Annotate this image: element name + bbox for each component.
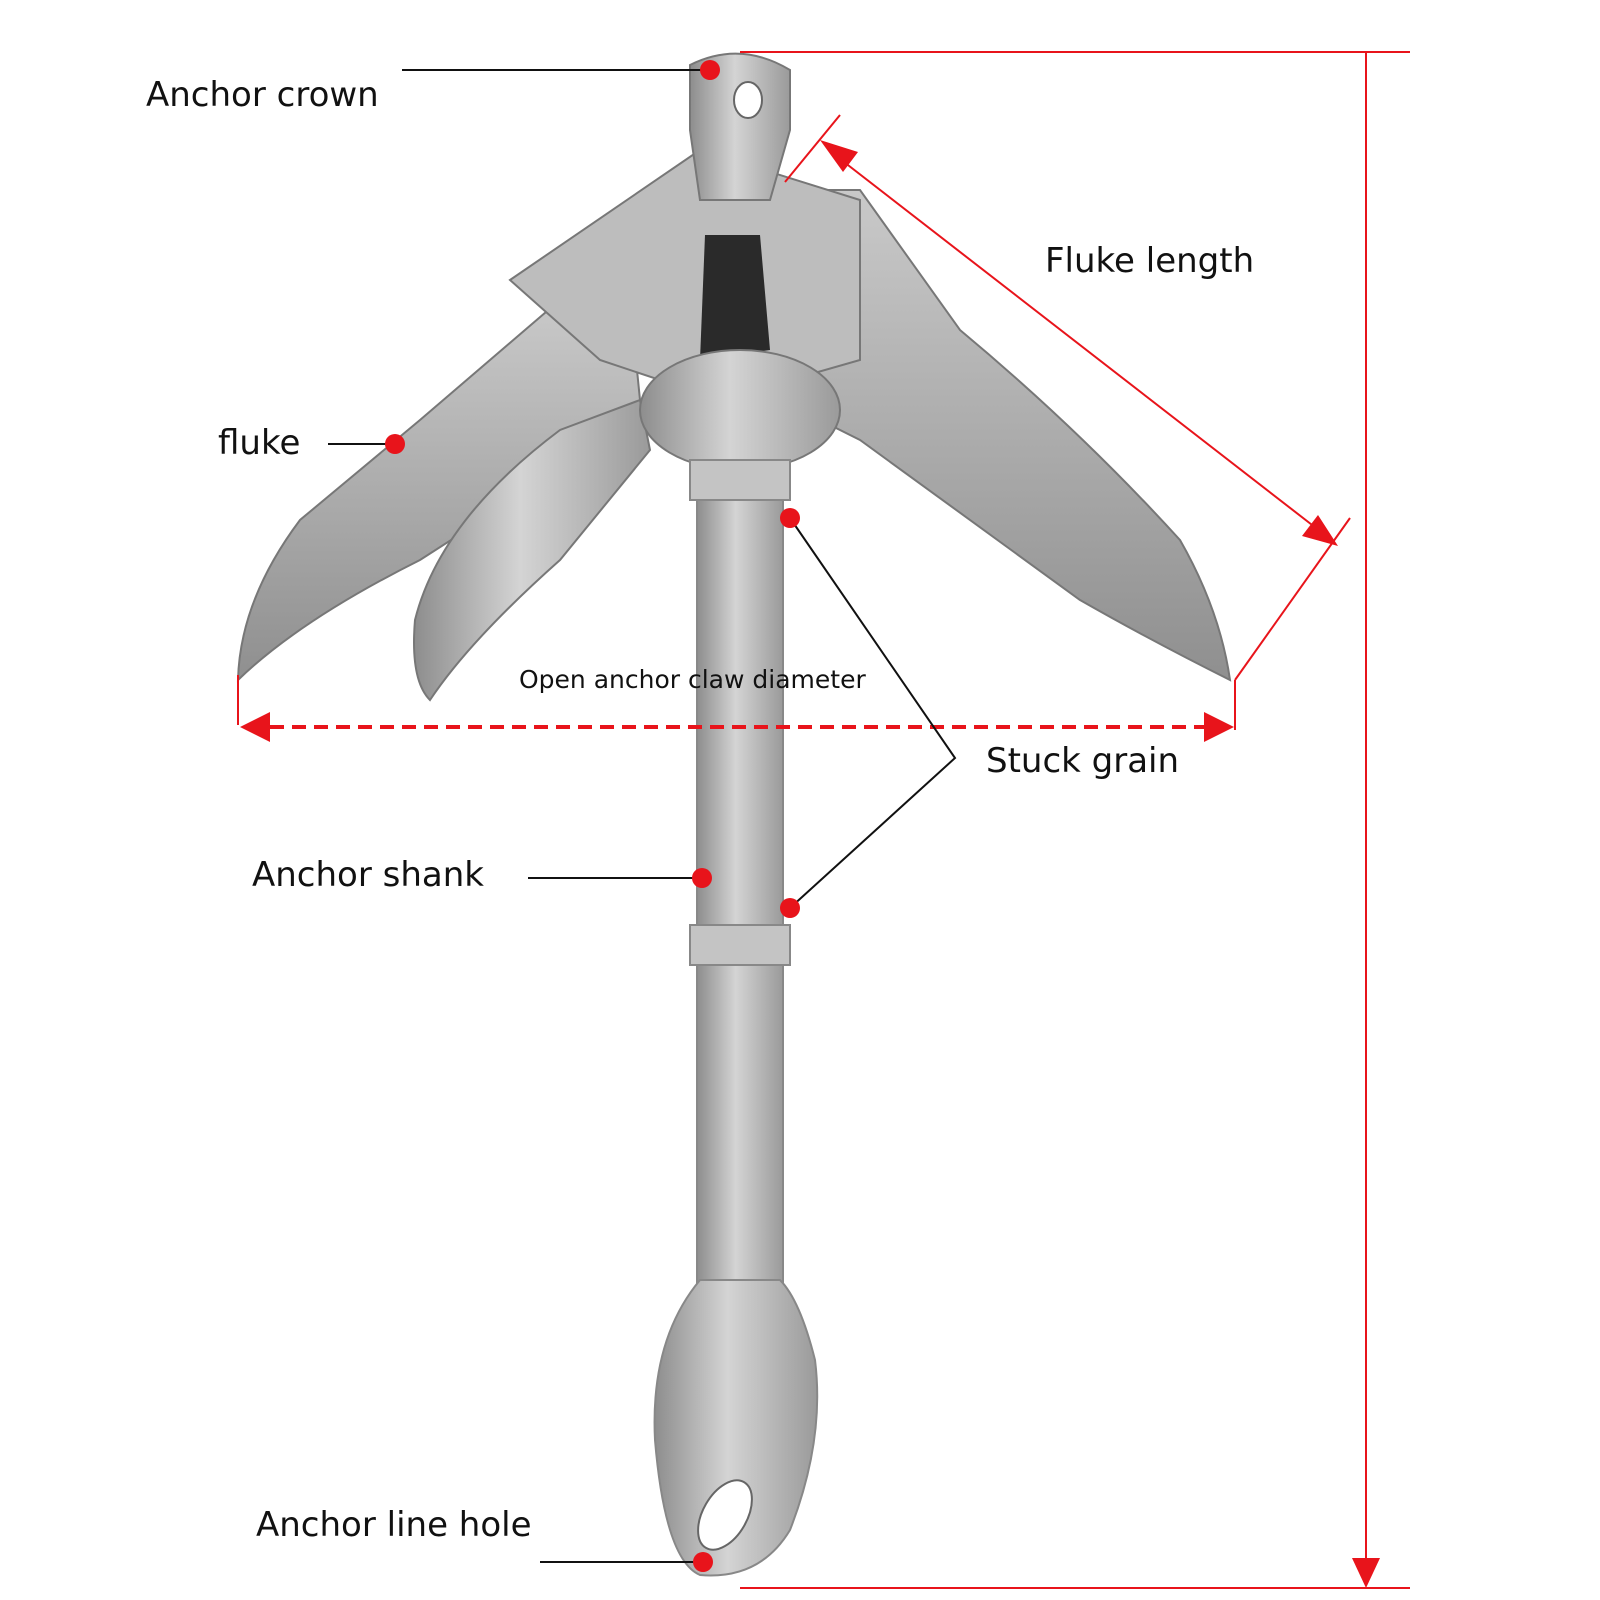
shank bbox=[696, 459, 784, 1311]
line-hole-dot bbox=[693, 1552, 713, 1572]
fluke-left-back bbox=[413, 398, 652, 702]
label-anchor-line-hole: Anchor line hole bbox=[256, 1505, 532, 1545]
crown-hole bbox=[733, 81, 763, 119]
shank-eye bbox=[653, 1279, 819, 1577]
crown-dot bbox=[700, 60, 720, 80]
fluke-length-dimension bbox=[784, 114, 1351, 681]
shank-collar-mid bbox=[689, 924, 791, 966]
hub bbox=[639, 349, 841, 471]
stuck-grain-dot-bottom bbox=[780, 898, 800, 918]
anchor-body bbox=[236, 52, 1232, 1577]
label-open-claw-diameter: Open anchor claw diameter bbox=[519, 665, 866, 694]
label-anchor-crown: Anchor crown bbox=[146, 75, 379, 115]
marker-dots bbox=[385, 60, 800, 1572]
shank-dot bbox=[692, 868, 712, 888]
stuck-grain-dot-top bbox=[780, 508, 800, 528]
label-stuck-grain: Stuck grain bbox=[986, 741, 1180, 781]
fluke-right bbox=[768, 189, 1232, 682]
label-fluke: fluke bbox=[218, 423, 301, 463]
fluke-dot bbox=[385, 434, 405, 454]
shank-collar-top bbox=[689, 459, 791, 501]
label-anchor-shank: Anchor shank bbox=[252, 855, 484, 895]
label-fluke-length: Fluke length bbox=[1045, 241, 1255, 281]
leader-lines bbox=[328, 69, 957, 1563]
crown-eye bbox=[689, 52, 791, 201]
overall-height-dimension bbox=[740, 51, 1410, 1589]
line-hole bbox=[697, 1479, 753, 1551]
crown-gap bbox=[700, 235, 770, 360]
claw-diameter-dimension bbox=[237, 675, 1236, 742]
